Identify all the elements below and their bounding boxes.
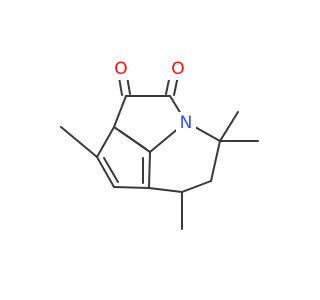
- bond-c4-c5ring: [210, 140, 221, 182]
- bond-c5ring-c6ring: [181, 180, 212, 193]
- bond-c3a-c9a-inner: [119, 130, 147, 150]
- bond-c5-c6: [113, 186, 150, 189]
- atom-labels: O O N: [111, 58, 196, 134]
- nitrogen-label-bg: [176, 112, 196, 134]
- bond-c4-c5-inner: [103, 157, 119, 183]
- oxygen-2-label: O: [171, 59, 184, 79]
- bond-c3a-c4: [96, 126, 115, 158]
- oxygen-1-label-bg: [111, 58, 131, 80]
- bond-lines: [60, 69, 259, 230]
- oxygen-1-label: O: [114, 59, 127, 79]
- bond-c4-c5: [96, 156, 115, 188]
- nitrogen-label: N: [180, 113, 193, 133]
- bond-c1-c3a: [113, 95, 127, 128]
- bond-methyl-gem-2: [219, 111, 239, 142]
- oxygen-2-label-bg: [168, 58, 188, 80]
- bond-c6-c9a: [148, 151, 151, 189]
- bond-c6ring-c6: [148, 187, 183, 193]
- bond-methyl-aryl: [60, 126, 98, 158]
- molecule-structure-diagram: O O N: [60, 58, 259, 230]
